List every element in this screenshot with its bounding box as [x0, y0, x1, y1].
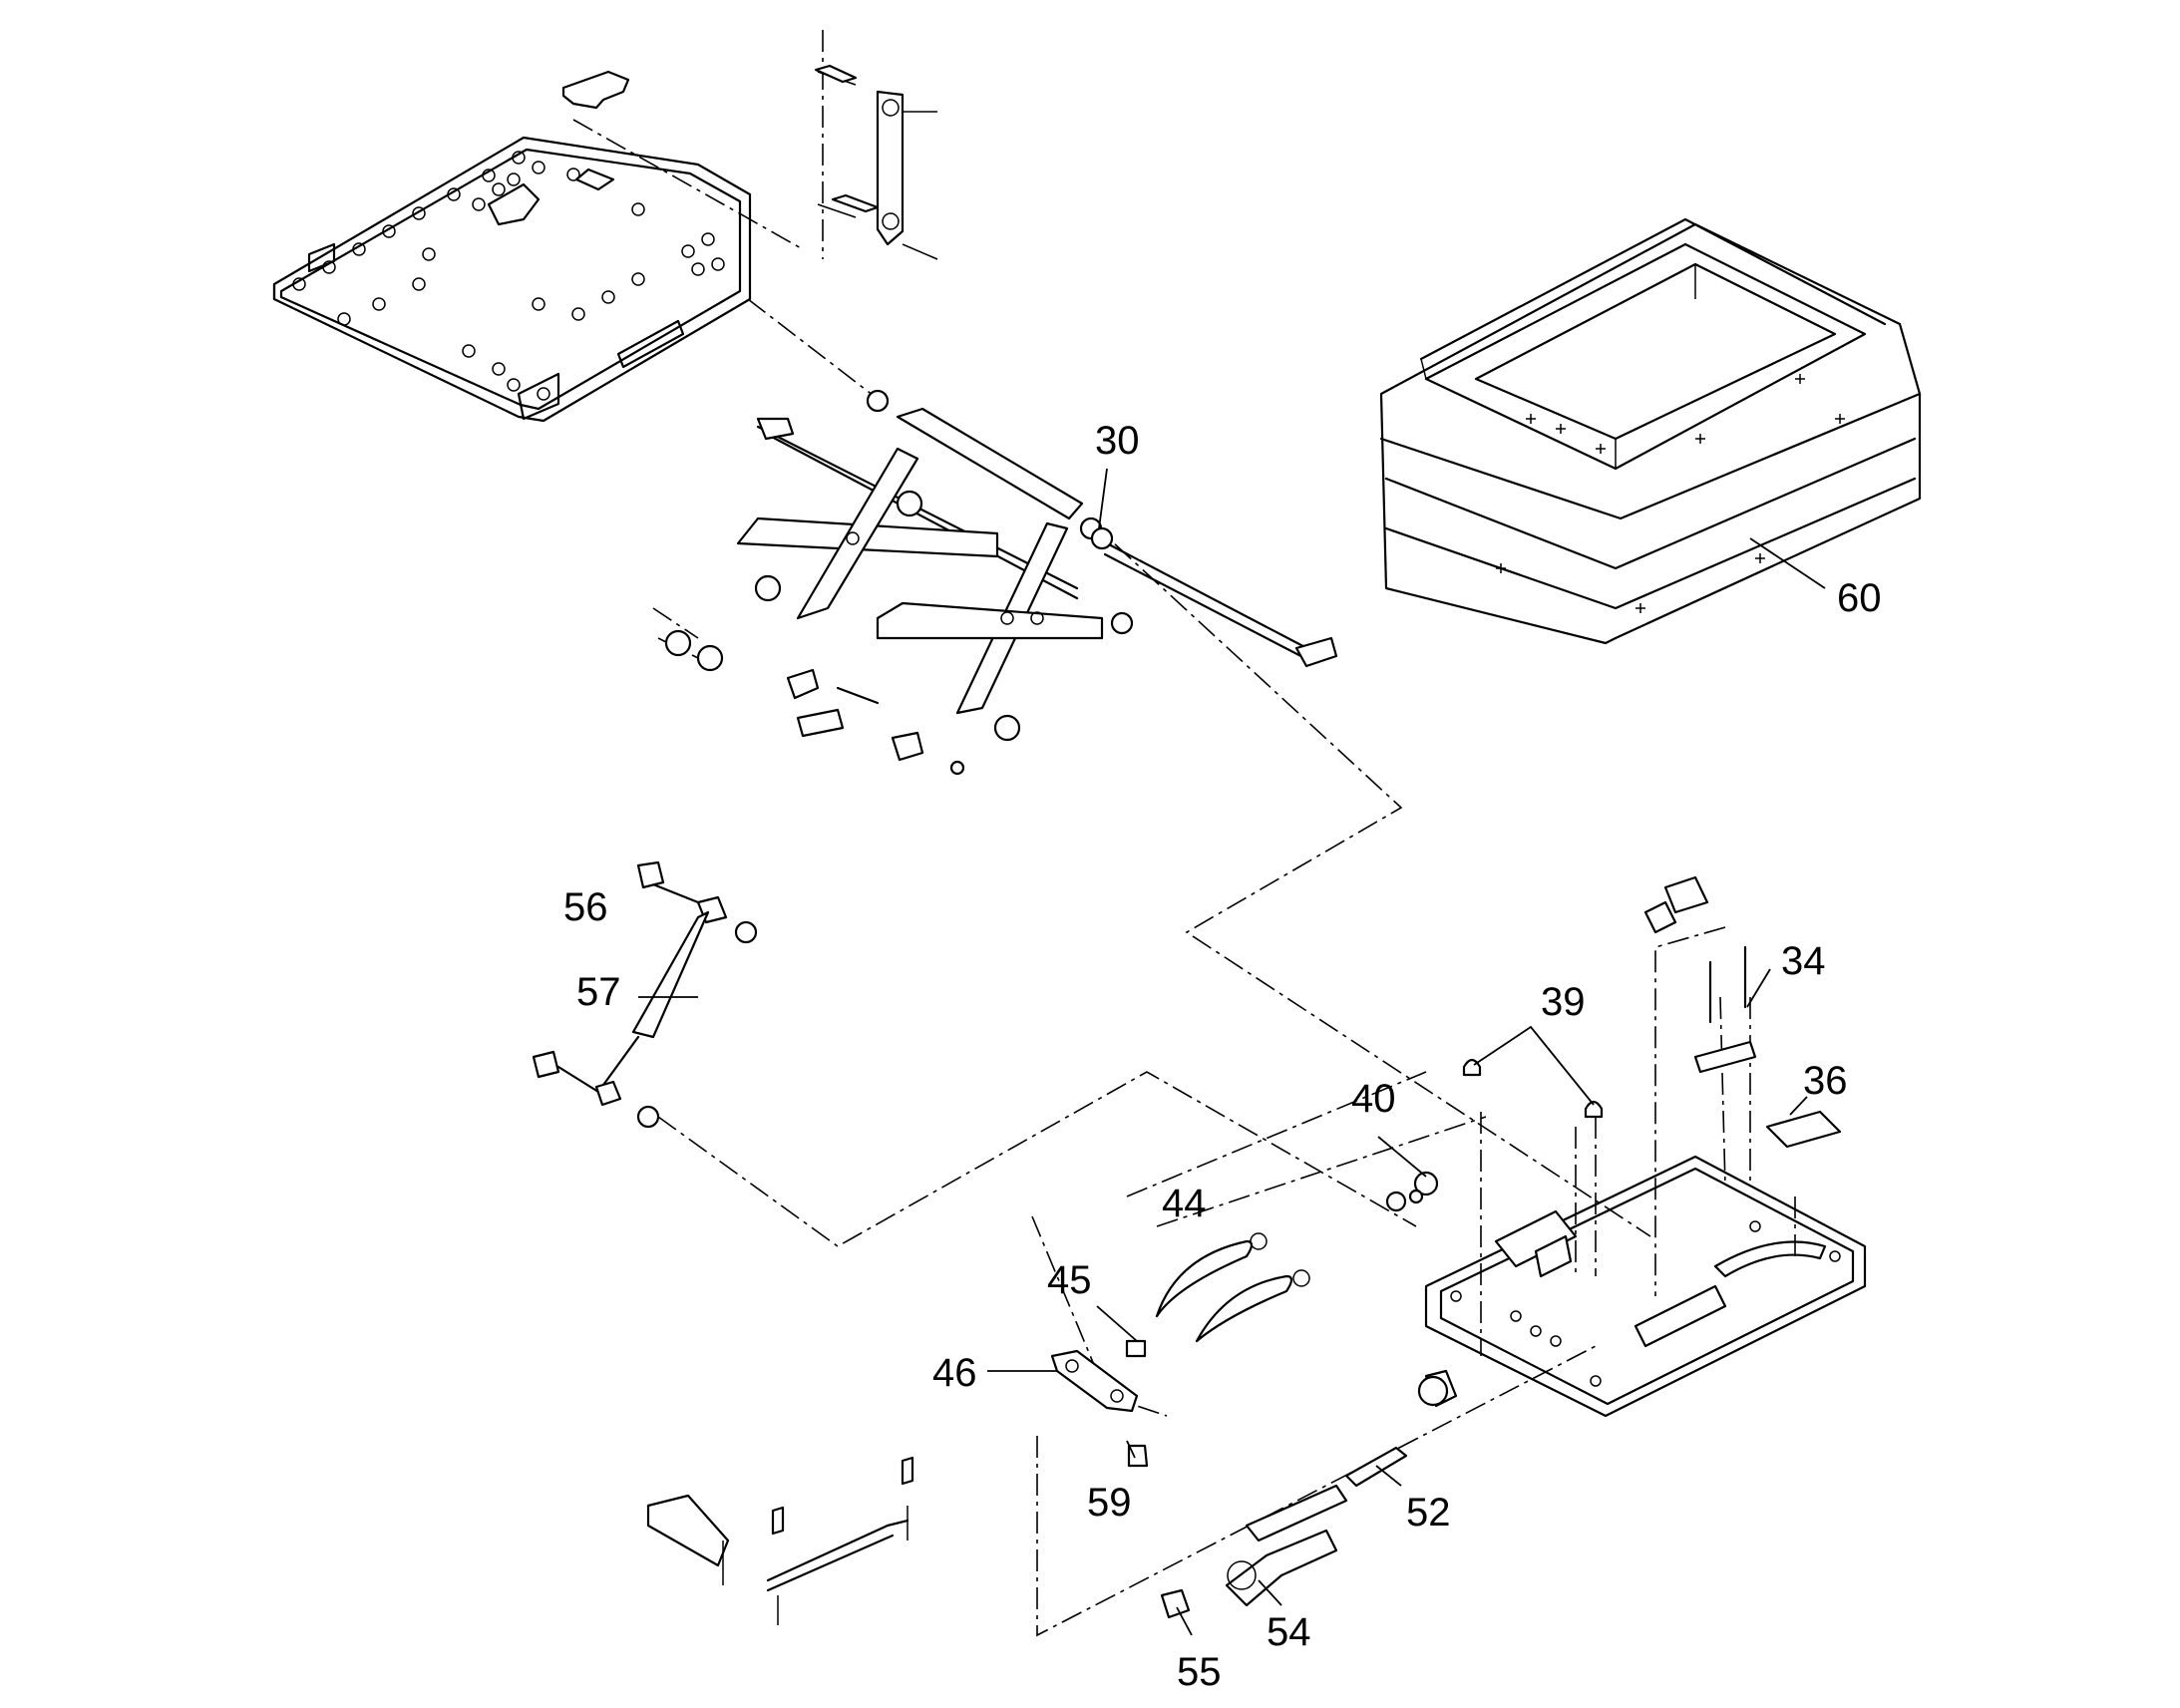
- top-seat-plate: [272, 70, 752, 423]
- callout-34: 34: [1781, 939, 1826, 983]
- springs: [1155, 1232, 1310, 1343]
- callout-52: 52: [1406, 1491, 1451, 1535]
- callout-59: 59: [1087, 1481, 1132, 1525]
- gas-strut: [532, 860, 758, 1129]
- callout-55: 55: [1177, 1650, 1222, 1694]
- callout-56: 56: [563, 885, 608, 929]
- callout-54: 54: [1267, 1610, 1311, 1654]
- bracket: [1050, 1339, 1149, 1468]
- callout-39: 39: [1541, 980, 1586, 1024]
- scissor-mechanism: [664, 389, 1338, 776]
- upper-linkage: [814, 30, 938, 260]
- callout-labels: 30 60 34 39 36 40 44 45 46 56 57 59 52 5…: [563, 419, 1882, 1694]
- callout-36: 36: [1803, 1059, 1848, 1103]
- lever-assembly: [646, 1375, 1449, 1625]
- callout-30: 30: [1095, 419, 1140, 463]
- callout-45: 45: [1047, 1258, 1092, 1302]
- callout-leaders: [638, 468, 1826, 1636]
- seat-cushion: [1379, 217, 1922, 645]
- callout-46: 46: [932, 1351, 977, 1395]
- callout-57: 57: [576, 970, 621, 1014]
- assembly-lines-lower: [657, 926, 1796, 1637]
- callout-40: 40: [1351, 1077, 1396, 1121]
- callout-60: 60: [1837, 576, 1882, 620]
- assembly-lines-upper: [572, 119, 1651, 1237]
- callout-44: 44: [1162, 1182, 1207, 1225]
